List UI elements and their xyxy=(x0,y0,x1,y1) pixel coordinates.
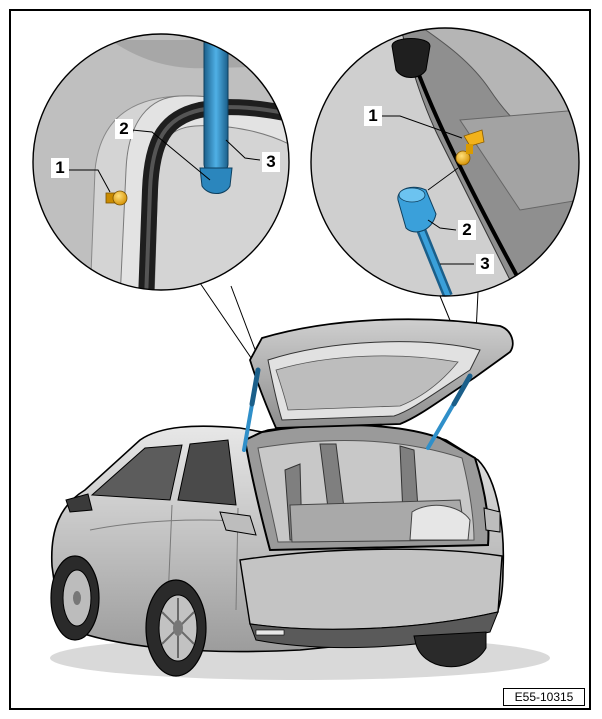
side-window-front xyxy=(90,444,183,501)
right-callout-1: 1 xyxy=(364,106,382,126)
reflector xyxy=(255,629,285,636)
tail-light-left xyxy=(219,511,257,536)
left-callout-3: 3 xyxy=(262,152,280,172)
side-window-rear xyxy=(177,439,237,506)
interior-trim-bag xyxy=(409,504,471,541)
rear-bumper xyxy=(239,548,503,631)
car-illustration xyxy=(50,318,550,680)
figure-reference-code: E55-10315 xyxy=(503,688,585,706)
ball-stud-icon xyxy=(455,129,485,166)
left-callout-2: 2 xyxy=(115,119,133,139)
left-inset xyxy=(32,33,290,291)
rear-wheel-left xyxy=(145,579,207,677)
right-callout-3: 3 xyxy=(476,254,494,274)
ball-stud-icon xyxy=(105,190,128,206)
front-wheel xyxy=(50,555,100,641)
gas-strut-right-car xyxy=(426,373,473,450)
right-callout-2: 2 xyxy=(458,220,476,240)
left-callout-1: 1 xyxy=(51,158,69,178)
tailgate-window xyxy=(275,355,459,411)
right-inset xyxy=(310,27,580,297)
rear-wheel-right xyxy=(413,631,487,668)
tail-light-right xyxy=(483,507,501,533)
gas-strut-left-car xyxy=(242,367,261,452)
side-mirror xyxy=(65,493,93,513)
gas-strut-icon xyxy=(397,186,453,296)
